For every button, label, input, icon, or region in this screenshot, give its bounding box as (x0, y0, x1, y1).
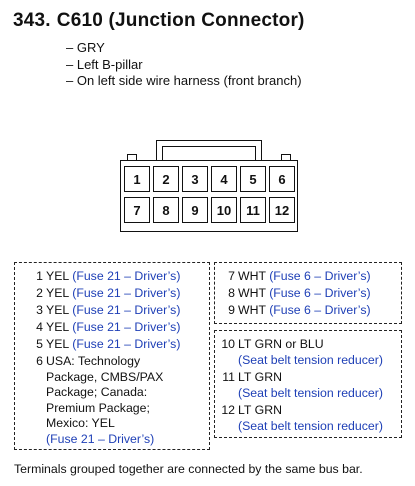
circuit-note: (Seat belt tension reducer) (238, 418, 383, 433)
wire-color: WHT (238, 286, 266, 300)
pin-6: 6 (269, 166, 295, 192)
wire-color: WHT (238, 269, 266, 283)
connector-pins: 1 2 3 4 5 6 7 8 9 10 11 12 (124, 166, 295, 223)
pin-number: 5 (36, 337, 43, 351)
pin-10: 10 (211, 197, 237, 223)
wire-color: YEL (46, 320, 69, 334)
pin-11: 11 (240, 197, 266, 223)
pin-row-12: 12 LT GRN (Seat belt tension reducer) (207, 403, 397, 435)
pin-5: 5 (240, 166, 266, 192)
bus-group-right-bottom: 10 LT GRN or BLU (Seat belt tension redu… (214, 330, 402, 438)
connector-tab (156, 140, 262, 160)
wire-color: LT GRN or BLU (238, 337, 324, 351)
title-text: C610 (Junction Connector) (56, 10, 305, 31)
page-title: 343.C610 (Junction Connector) (13, 10, 305, 32)
fuse-label: (Fuse 21 – Driver’s) (72, 337, 181, 351)
pin-4: 4 (211, 166, 237, 192)
pin-number: 1 (36, 269, 43, 283)
pin-row-6: 6 USA: Technology Package, CMBS/PAX Pack… (15, 354, 205, 446)
pin-12: 12 (269, 197, 295, 223)
pin6-line-1: USA: Technology (46, 354, 141, 368)
connector-notch-right (281, 154, 291, 160)
fuse-label: (Fuse 21 – Driver’s) (46, 431, 155, 446)
pin-number: 4 (36, 320, 43, 334)
pin-7: 7 (124, 197, 150, 223)
wire-color: WHT (238, 303, 266, 317)
wire-color: YEL (46, 286, 69, 300)
pin6-line-3: Package; Canada: (46, 385, 148, 399)
fuse-label: (Fuse 21 – Driver’s) (72, 269, 181, 283)
pin-8: 8 (153, 197, 179, 223)
fuse-label: (Fuse 21 – Driver’s) (72, 320, 181, 334)
pin-number: 7 (228, 269, 235, 283)
pin-number: 2 (36, 286, 43, 300)
pin-3: 3 (182, 166, 208, 192)
wire-color: YEL (46, 303, 69, 317)
wire-color: YEL (46, 269, 69, 283)
pin-row-11: 11 LT GRN (Seat belt tension reducer) (207, 370, 397, 402)
circuit-note: (Seat belt tension reducer) (238, 385, 383, 400)
wire-color: LT GRN (238, 370, 282, 384)
circuit-note: (Seat belt tension reducer) (238, 352, 383, 367)
connector-tab-inner (162, 146, 256, 160)
pin-row-10: 10 LT GRN or BLU (Seat belt tension redu… (207, 337, 397, 369)
pin6-line-4: Premium Package; (46, 400, 150, 415)
pin6-line-5: Mexico: YEL (46, 416, 115, 430)
pin-number: 6 (36, 354, 43, 368)
fuse-label: (Fuse 21 – Driver’s) (72, 286, 181, 300)
wire-color: YEL (46, 337, 69, 351)
pin-number: 12 (221, 403, 235, 417)
fuse-label: (Fuse 6 – Driver’s) (269, 269, 371, 283)
wire-color: LT GRN (238, 403, 282, 417)
pin-number: 11 (222, 370, 235, 384)
pin-9: 9 (182, 197, 208, 223)
pin-number: 8 (228, 286, 235, 300)
connector-notch-left (127, 154, 137, 160)
pin-number: 3 (36, 303, 43, 317)
description-harness: – On left side wire harness (front branc… (66, 73, 302, 88)
fuse-label: (Fuse 6 – Driver’s) (269, 303, 371, 317)
fuse-label: (Fuse 21 – Driver’s) (72, 303, 181, 317)
pin-number: 10 (221, 337, 235, 351)
connector-description: – GRY – Left B-pillar – On left side wir… (66, 40, 302, 90)
pin6-line-2: Package, CMBS/PAX (46, 369, 164, 384)
pin-1: 1 (124, 166, 150, 192)
footer-note: Terminals grouped together are connected… (14, 462, 363, 476)
pin-number: 9 (228, 303, 235, 317)
fuse-label: (Fuse 6 – Driver’s) (269, 286, 371, 300)
pin-2: 2 (153, 166, 179, 192)
description-color: – GRY (66, 40, 105, 55)
title-number: 343. (13, 10, 51, 31)
description-location: – Left B-pillar (66, 56, 143, 72)
